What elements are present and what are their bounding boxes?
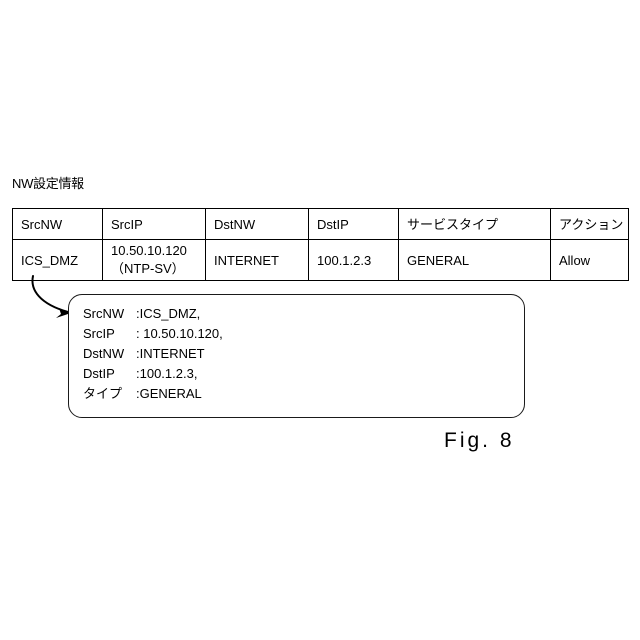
column-header-service: サービスタイプ [398,208,551,240]
callout-row-dstnw: DstNW :INTERNET [83,344,223,364]
table-header-row: SrcNW SrcIP DstNW DstIP サービスタイプ アクション [12,208,629,240]
figure-label: Fig. 8 [444,429,515,452]
callout-value-dstnw: :INTERNET [136,346,205,361]
column-header-dstip: DstIP [308,208,399,240]
callout-key-type: タイプ [83,386,123,401]
callout-key-dstnw: DstNW [83,346,125,361]
callout-key-dstip: DstIP [83,366,115,381]
callout-key-srcip: SrcIP [83,326,115,341]
callout-row-dstip: DstIP :100.1.2.3, [83,364,223,384]
cell-srcip: 10.50.10.120 （NTP-SV） [102,239,206,281]
table-caption: NW設定情報 [12,176,84,191]
callout-row-srcip: SrcIP : 10.50.10.120, [83,324,223,344]
cell-dstip: 100.1.2.3 [308,239,399,281]
callout-value-type: :GENERAL [136,386,202,401]
callout-value-srcnw: :ICS_DMZ, [136,306,201,321]
nw-config-table: SrcNW SrcIP DstNW DstIP サービスタイプ アクション IC… [12,208,629,281]
callout-arrow [31,275,71,318]
cell-srcip-address: 10.50.10.120 [111,243,187,258]
callout-value-srcip: : 10.50.10.120, [136,326,223,341]
callout-value-dstip: :100.1.2.3, [136,366,198,381]
callout-row-srcnw: SrcNW :ICS_DMZ, [83,304,223,324]
cell-dstnw: INTERNET [205,239,309,281]
cell-service: GENERAL [398,239,551,281]
cell-srcip-hostname: （NTP-SV） [111,261,185,276]
cell-srcnw: ICS_DMZ [12,239,103,281]
callout-key-srcnw: SrcNW [83,306,125,321]
table-row: ICS_DMZ 10.50.10.120 （NTP-SV） INTERNET 1… [12,239,629,281]
column-header-srcip: SrcIP [102,208,206,240]
callout-box: SrcNW :ICS_DMZ, SrcIP : 10.50.10.120, Ds… [68,294,525,418]
callout-row-type: タイプ :GENERAL [83,384,223,404]
column-header-srcnw: SrcNW [12,208,103,240]
column-header-action: アクション [550,208,629,240]
column-header-dstnw: DstNW [205,208,309,240]
callout-list: SrcNW :ICS_DMZ, SrcIP : 10.50.10.120, Ds… [83,304,223,404]
cell-action: Allow [550,239,629,281]
